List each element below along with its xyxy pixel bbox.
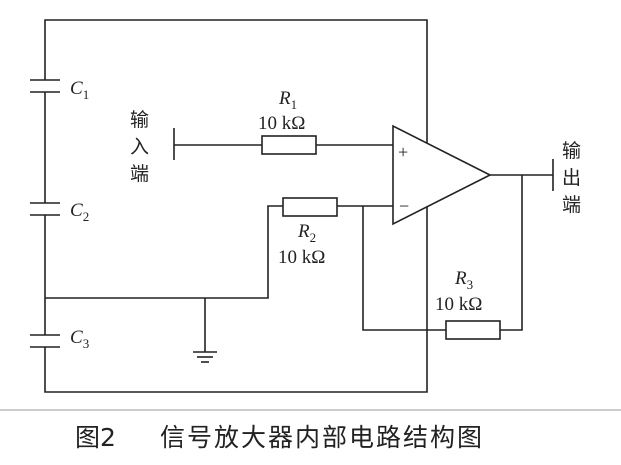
feedback-wire-right	[500, 175, 523, 331]
ground-symbol-icon	[193, 351, 217, 363]
input-label-char-1: 输	[130, 109, 149, 131]
resistor-r1	[261, 135, 317, 155]
opamp-triangle	[392, 124, 492, 226]
resistor-r3	[445, 320, 501, 340]
capacitor-c2	[30, 202, 60, 216]
label-c1: C1	[70, 78, 89, 102]
opamp-plus-sign: +	[398, 142, 408, 162]
value-r1: 10 kΩ	[258, 113, 305, 134]
label-r1: R1	[278, 88, 297, 112]
ground-wire	[45, 205, 283, 299]
capacitor-c1	[30, 79, 60, 93]
figure-caption: 信号放大器内部电路结构图	[160, 423, 484, 452]
resistor-r2	[282, 197, 338, 217]
output-label-char-1: 输	[562, 140, 581, 162]
value-r3: 10 kΩ	[435, 294, 482, 315]
label-r3: R3	[454, 268, 473, 292]
output-label-char-2: 出	[562, 167, 581, 189]
value-r2: 10 kΩ	[278, 247, 325, 268]
label-c3: C3	[70, 327, 89, 351]
output-label-char-3: 端	[562, 194, 581, 216]
label-c2: C2	[70, 200, 89, 224]
figure-number: 图2	[75, 423, 116, 452]
opamp-minus-sign: −	[399, 196, 409, 216]
input-label-char-3: 端	[130, 163, 149, 185]
input-label-char-2: 入	[130, 136, 149, 158]
feedback-wire-left	[362, 206, 446, 331]
capacitor-c3	[30, 334, 60, 348]
label-r2: R2	[297, 221, 316, 245]
